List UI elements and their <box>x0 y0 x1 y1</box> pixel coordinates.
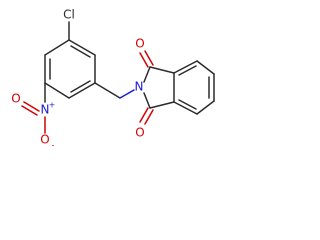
imide-nitrogen-label: N <box>135 80 144 94</box>
ring-double-bond <box>70 80 91 93</box>
phthalimide-ring <box>143 66 175 109</box>
carbonyl-double-bond <box>139 107 149 123</box>
chlorobenzene-ring <box>44 39 96 99</box>
n-o-double-bond <box>23 101 40 112</box>
nitro-oxygen-left-label: O <box>11 92 20 106</box>
ring-bond <box>68 82 96 99</box>
carbonyl-ring-bond <box>149 66 175 74</box>
n-carbonyl-bond <box>143 66 151 83</box>
benzo-bond <box>173 60 198 74</box>
structure-drawing: Cl N + O O - N O O <box>0 0 220 166</box>
ring-bond <box>68 39 96 56</box>
ring-bond <box>44 82 70 99</box>
carbonyl-oxygen-top-label: O <box>135 37 144 51</box>
n-o-double-bond <box>21 105 38 116</box>
nitro-nitrogen-charge: + <box>49 101 56 110</box>
molecule-svg: Cl N + O O - N O O <box>11 8 215 150</box>
carbonyl-oxygen-bottom-label: O <box>135 126 144 140</box>
ch2-bond <box>94 82 121 99</box>
nitro-nitrogen-label: N <box>41 103 50 117</box>
nitro-oxygen-bottom-label: O <box>40 133 49 147</box>
benzo-double-bond <box>178 65 197 76</box>
nitro-oxygen-charge: - <box>52 141 55 150</box>
benzo-ring <box>173 60 215 115</box>
benzo-bond <box>196 100 215 115</box>
benzo-bond <box>196 60 215 75</box>
carbonyl-double-bond <box>144 50 154 66</box>
n-carbonyl-bond <box>143 92 151 109</box>
carbonyl-ring-bond <box>149 101 175 109</box>
carbonyl-double-bond <box>144 109 154 125</box>
ring-bond <box>44 39 70 56</box>
ring-double-bond <box>70 45 91 58</box>
chlorine-atom-label: Cl <box>63 8 75 22</box>
benzo-double-bond <box>178 99 197 110</box>
ch2-n-bond <box>119 89 135 99</box>
benzo-bond <box>173 101 198 115</box>
carbonyl-double-bond <box>139 52 149 68</box>
